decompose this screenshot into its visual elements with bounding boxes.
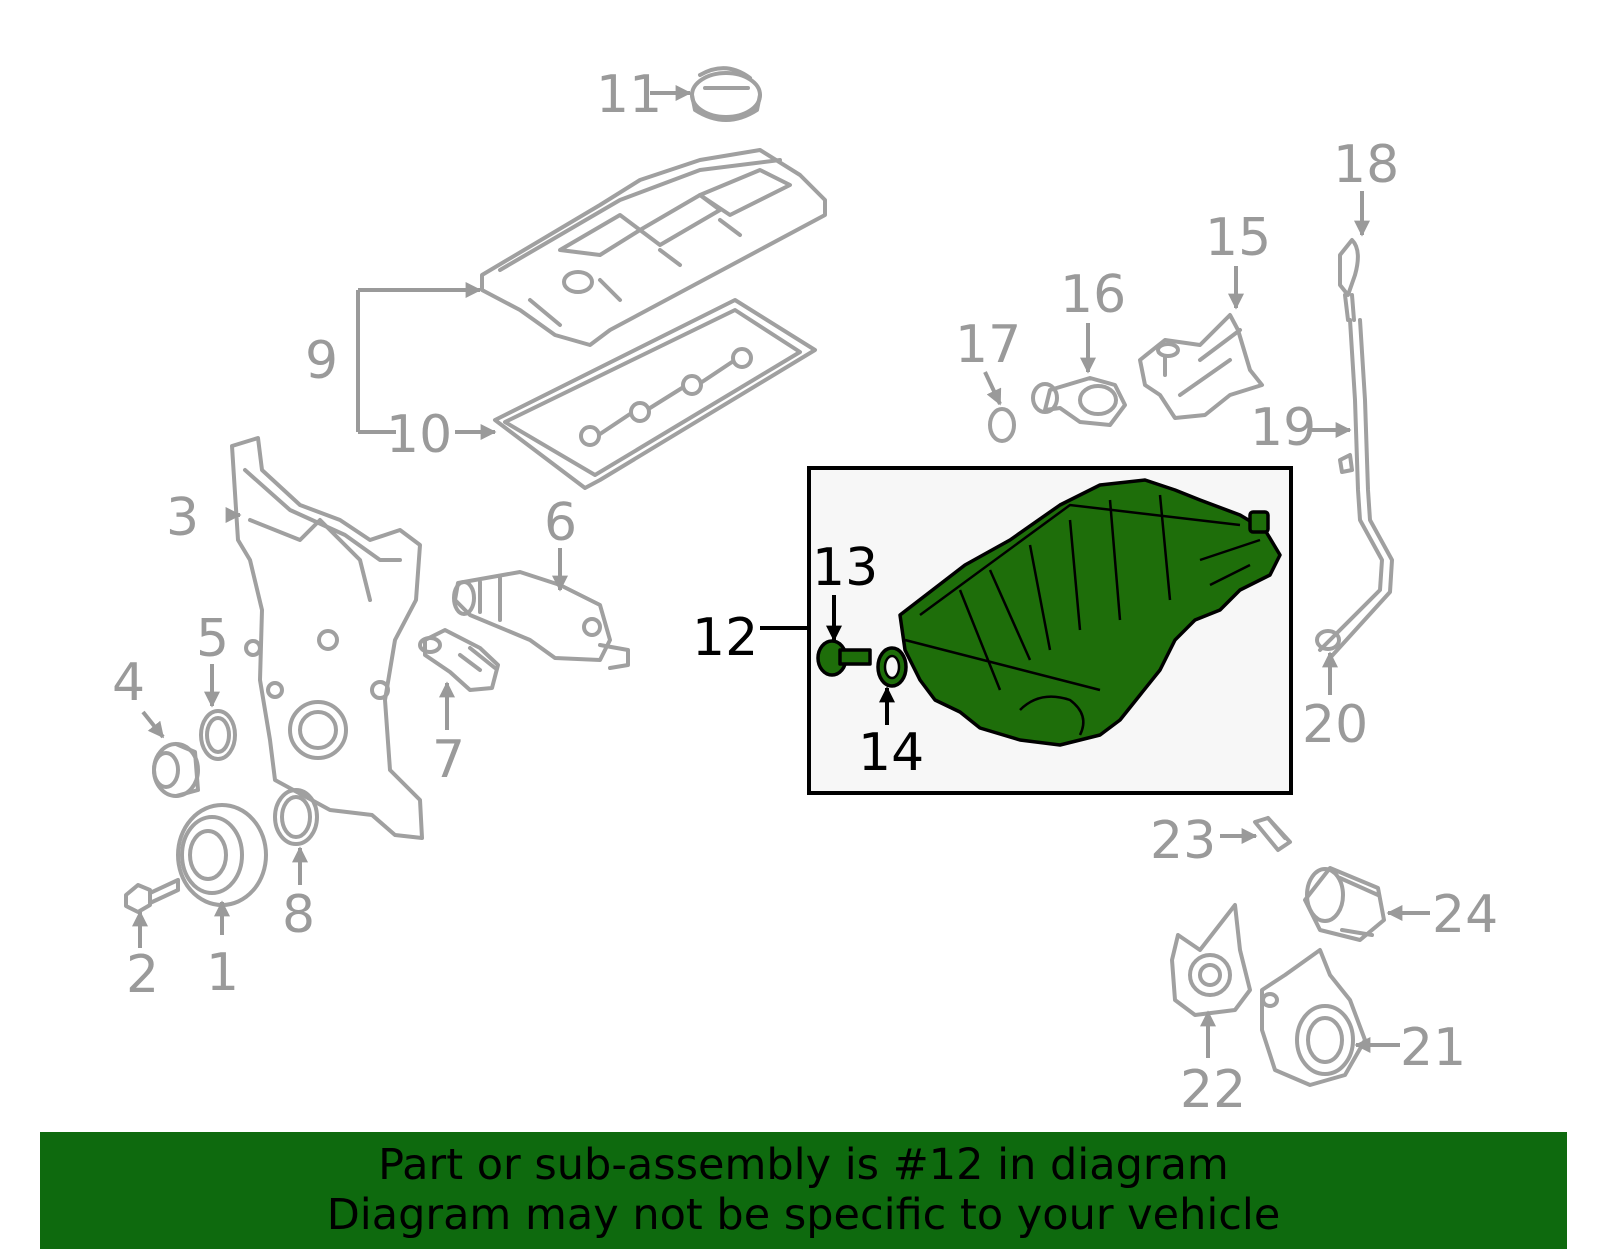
part-22-gasket[interactable]: [1170, 903, 1252, 1017]
callout-20: 20: [1302, 695, 1368, 755]
callout-8: 8: [282, 885, 315, 945]
callout-24: 24: [1432, 885, 1498, 945]
part-15-bracket[interactable]: [1138, 313, 1264, 420]
part-18-oil-dipstick[interactable]: [1338, 238, 1360, 322]
callout-17: 17: [955, 315, 1021, 375]
callout-4: 4: [112, 653, 145, 713]
callout-12: 12: [692, 608, 758, 668]
part-23-connector-pipe[interactable]: [1253, 816, 1292, 852]
callout-23: 23: [1150, 811, 1216, 871]
callout-13: 13: [812, 538, 878, 598]
part-13-drain-plug[interactable]: [816, 639, 872, 677]
part-9-valve-cover[interactable]: [480, 148, 827, 347]
part-14-drain-plug-gasket[interactable]: [876, 646, 908, 688]
callout-6: 6: [544, 493, 577, 553]
part-20-o-ring[interactable]: [1315, 629, 1341, 651]
part-11-oil-filler-cap[interactable]: [690, 66, 762, 122]
callout-10: 10: [386, 405, 452, 465]
part-1-crankshaft-pulley[interactable]: [176, 803, 268, 907]
part-16-oil-fitting[interactable]: [1031, 376, 1127, 427]
banner-line-2: Diagram may not be specific to your vehi…: [326, 1190, 1281, 1240]
part-3-timing-chain-cover[interactable]: [230, 436, 424, 840]
part-5-seal[interactable]: [199, 709, 237, 761]
callout-21: 21: [1400, 1018, 1466, 1078]
info-banner: Part or sub-assembly is #12 in diagram D…: [40, 1132, 1567, 1249]
part-10-valve-cover-gasket[interactable]: [493, 298, 817, 490]
callout-3: 3: [166, 488, 199, 548]
part-6-oil-control-valve[interactable]: [452, 570, 630, 670]
part-21-oil-filter-housing[interactable]: [1260, 948, 1367, 1087]
callout-15: 15: [1205, 208, 1271, 268]
callout-11: 11: [596, 65, 662, 125]
callout-2: 2: [126, 945, 159, 1005]
part-19-dipstick-tube[interactable]: [1318, 318, 1394, 660]
callout-9: 9: [305, 331, 338, 391]
part-12-oil-pan[interactable]: [898, 478, 1282, 747]
banner-line-1: Part or sub-assembly is #12 in diagram: [378, 1140, 1229, 1190]
callout-7: 7: [432, 730, 465, 790]
leader-lines: [132, 85, 1430, 1058]
callout-16: 16: [1060, 265, 1126, 325]
callout-19: 19: [1250, 398, 1316, 458]
part-7-sensor[interactable]: [418, 628, 500, 692]
part-4-crankshaft-sprocket[interactable]: [152, 742, 200, 798]
callout-5: 5: [196, 609, 229, 669]
callout-1: 1: [206, 943, 239, 1003]
part-17-o-ring[interactable]: [988, 407, 1016, 443]
callout-labels: 11 9 10 3 6 5 4 7 8 2 1 18 15 16 17 19 2…: [112, 65, 1498, 1120]
part-2-bolt[interactable]: [124, 878, 180, 914]
callout-22: 22: [1180, 1060, 1246, 1120]
callout-14: 14: [858, 723, 924, 783]
part-8-front-crankshaft-seal[interactable]: [273, 788, 319, 846]
callout-18: 18: [1333, 135, 1399, 195]
part-24-oil-filter[interactable]: [1303, 866, 1386, 942]
